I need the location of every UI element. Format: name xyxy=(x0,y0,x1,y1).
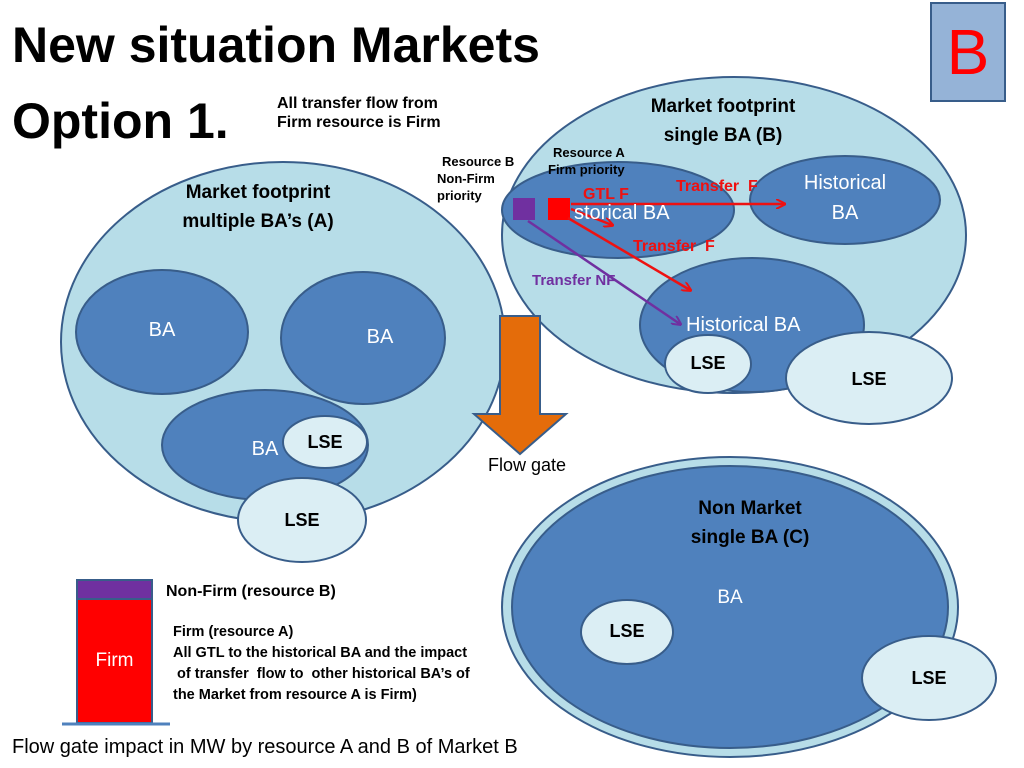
market-a-title: Market footprint multiple BA’s (A) xyxy=(182,182,334,233)
market-b-lse-2 xyxy=(785,331,953,425)
bottom-caption: Flow gate impact in MW by resource A and… xyxy=(12,736,518,758)
market-c-lse-1 xyxy=(580,599,674,665)
market-c-lse-2-label: LSE xyxy=(911,668,947,688)
firm-legend-text: Firm (resource A) All GTL to the histori… xyxy=(173,624,470,704)
market-c-lse-1-label: LSE xyxy=(609,621,645,641)
non-firm-legend-label: Non-Firm (resource B) xyxy=(166,583,336,600)
market-a-lse-1-label: LSE xyxy=(307,432,343,452)
corner-badge-letter: B xyxy=(946,16,990,88)
firm-bar xyxy=(76,598,153,724)
market-a-ba-3-label: BA xyxy=(251,438,279,460)
market-a-ba-2 xyxy=(280,271,446,405)
market-a-lse-2-label: LSE xyxy=(284,510,320,530)
market-a-ba-1-label: BA xyxy=(148,319,176,341)
resource-b-label: Resource B Non-Firm priority xyxy=(437,154,515,203)
market-b-hist-ba-3-label: Historical BA xyxy=(686,314,801,336)
market-b-hist-ba-2-label: Historical BA xyxy=(803,172,887,224)
page-title-line-2: Option 1. xyxy=(12,93,229,149)
non-firm-bar xyxy=(76,579,153,600)
transfer-f-label-2: Transfer F xyxy=(633,238,715,255)
resource-a-square xyxy=(546,196,572,222)
market-b-lse-1-label: LSE xyxy=(690,353,726,373)
transfer-f-label-1: Transfer F xyxy=(676,178,758,195)
market-c-ba-label: BA xyxy=(717,587,743,608)
market-a-ba-1 xyxy=(75,269,249,395)
market-c-ellipse xyxy=(511,465,949,749)
firm-bar-label: Firm xyxy=(95,650,134,671)
resource-a-label: Resource A Firm priority xyxy=(548,145,625,177)
transfer-note: All transfer flow from Firm resource is … xyxy=(277,94,441,132)
market-c-lse-2 xyxy=(861,635,997,721)
page-title-line-1: New situation Markets xyxy=(12,17,540,73)
market-b-hist-ba-1-label: storical BA xyxy=(574,202,670,224)
market-b-hist-ba-2 xyxy=(749,155,941,245)
transfer-f-arrow-2 xyxy=(567,216,690,290)
market-a-lse-1 xyxy=(282,415,368,469)
resource-b-square xyxy=(511,196,537,222)
transfer-note-line-2: Firm resource is Firm xyxy=(277,114,441,132)
market-c-title: Non Market single BA (C) xyxy=(690,498,810,549)
flow-gate-arrow xyxy=(471,315,569,456)
market-b-hist-ba-1 xyxy=(501,161,735,259)
gtl-arrow xyxy=(570,207,612,225)
corner-badge: B xyxy=(930,2,1006,102)
transfer-note-line-1: All transfer flow from xyxy=(277,95,438,112)
market-b-lse-2-label: LSE xyxy=(851,369,887,389)
market-b-title: Market footprint single BA (B) xyxy=(650,96,796,147)
market-a-lse-2 xyxy=(237,477,367,563)
transfer-nf-label: Transfer NF xyxy=(532,272,616,289)
market-a-ba-2-label: BA xyxy=(366,326,394,348)
flow-gate-label: Flow gate xyxy=(488,455,567,475)
gtl-label: GTL F xyxy=(583,186,629,203)
market-b-lse-1 xyxy=(664,334,752,394)
transfer-nf-arrow xyxy=(527,219,680,324)
